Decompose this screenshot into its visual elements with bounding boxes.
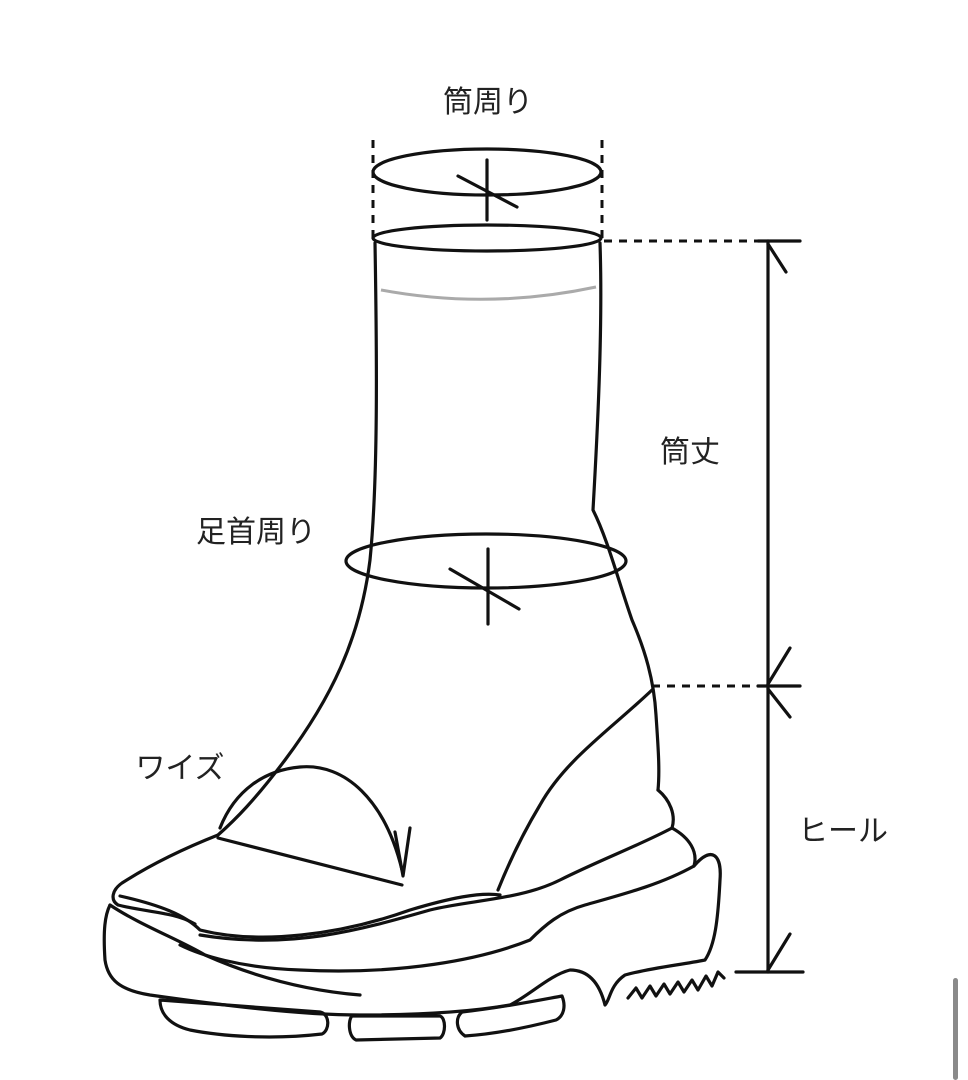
width-guide bbox=[218, 765, 412, 878]
width-label: ワイズ bbox=[135, 751, 224, 786]
boot-opening bbox=[371, 223, 603, 253]
ankle-cross-diagonal bbox=[448, 567, 521, 611]
shaft-circumference-label: 筒周り bbox=[443, 85, 533, 120]
shaft-cross-diagonal bbox=[456, 174, 519, 209]
shaft-height-label: 筒丈 bbox=[660, 435, 720, 470]
height-dimension-guide bbox=[604, 239, 805, 974]
shaft-height-bottom-arrow bbox=[766, 646, 792, 686]
shaft-circumference-guide bbox=[371, 140, 604, 238]
heel-top-arrow bbox=[766, 687, 792, 719]
toe-cap-outline bbox=[111, 833, 220, 926]
heel-tread-teeth bbox=[626, 970, 726, 1000]
midsole-layer-1 bbox=[198, 788, 675, 942]
toe-seam-line bbox=[216, 836, 404, 887]
boot-illustration bbox=[102, 223, 726, 1042]
outsole-upper-line bbox=[108, 903, 362, 997]
shaft-height-top-arrow bbox=[766, 242, 788, 274]
shaft-left-outline bbox=[216, 241, 379, 837]
heel-bottom-arrow bbox=[766, 932, 792, 972]
ankle-circumference-ellipse bbox=[344, 532, 628, 590]
tread-block-3 bbox=[455, 994, 566, 1038]
outsole-outline bbox=[102, 853, 722, 1017]
upper-sole-edge bbox=[118, 892, 502, 939]
ankle-circumference-label: 足首周り bbox=[196, 515, 316, 550]
heel-label: ヒール bbox=[798, 814, 888, 849]
shaft-right-outline bbox=[591, 241, 661, 792]
boot-lining-line bbox=[380, 285, 597, 301]
heel-counter-curve bbox=[496, 688, 654, 892]
width-arrow-head bbox=[393, 826, 412, 878]
tread-block-2 bbox=[347, 1014, 447, 1042]
tread-block-1 bbox=[158, 998, 330, 1039]
scrollbar[interactable] bbox=[953, 978, 958, 1080]
ankle-circumference-guide bbox=[344, 532, 628, 626]
width-arc bbox=[218, 765, 404, 872]
